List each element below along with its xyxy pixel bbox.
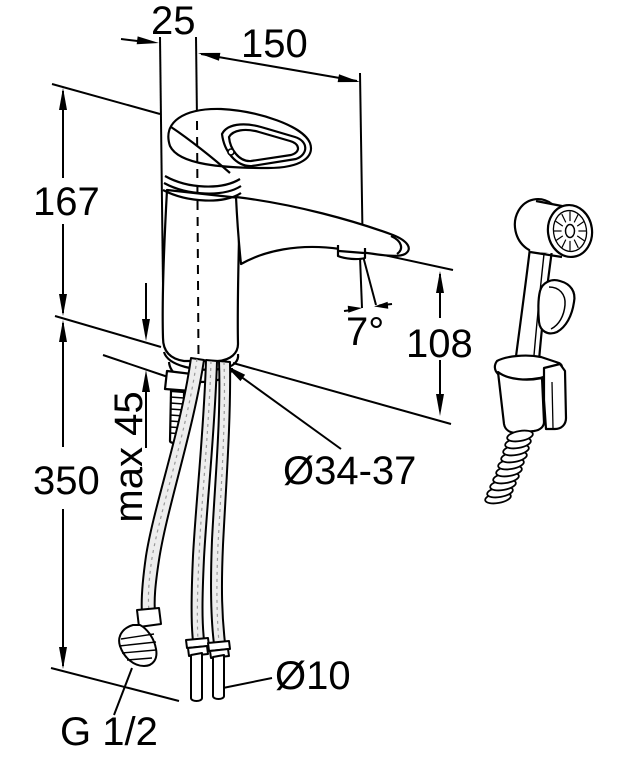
dim-150-line	[200, 53, 358, 82]
dim-label-spout-angle: 7°	[346, 310, 385, 354]
angle-line-vertical	[359, 256, 363, 309]
dim-label-spout-reach: 150	[241, 22, 308, 66]
faucet-body	[161, 188, 242, 363]
dim-label-pipe-diameter: Ø10	[275, 654, 351, 698]
thread-leader	[113, 667, 133, 716]
angle-line-tilted	[362, 255, 377, 306]
pipe-end-right	[212, 654, 225, 700]
deck-line-left	[54, 315, 162, 348]
ext-line-center-solid	[195, 36, 198, 121]
counter-underside-line	[102, 354, 169, 378]
dim-label-thread-size: G 1/2	[60, 710, 158, 754]
supply-hoses	[118, 357, 232, 702]
faucet-drawing	[161, 107, 410, 445]
ext-line-outlet	[359, 72, 364, 234]
center-line-dashed	[196, 120, 200, 360]
shower-coil-hose	[484, 429, 534, 505]
hose-end-reference-line	[50, 667, 180, 702]
hand-shower-drawing	[484, 198, 594, 505]
ext-line-top	[51, 83, 161, 115]
shower-trigger	[537, 279, 576, 335]
faucet-spout	[234, 195, 410, 266]
shower-holder-bracket	[542, 362, 568, 431]
dim-label-max-counter-thickness: max 45	[107, 391, 151, 523]
pipe-end-left	[190, 652, 203, 702]
shower-holder-cup	[496, 370, 546, 435]
deck-line-right	[232, 362, 452, 425]
hole-diameter-leader	[228, 367, 342, 450]
spray-nozzle-dashes	[553, 211, 587, 251]
dim-label-outlet-height: 108	[406, 322, 473, 366]
dim-25-arrowhead	[136, 36, 159, 45]
g12-collar	[136, 607, 162, 628]
dim-label-total-height: 167	[33, 180, 100, 224]
pipe-diameter-leader	[217, 677, 273, 690]
dim-label-mounting-hole-diameter: Ø34-37	[283, 449, 417, 493]
ext-line-left	[159, 36, 164, 287]
dimension-lines	[50, 36, 454, 716]
dim-label-handle-offset: 25	[151, 0, 196, 43]
dim-label-connection-length: 350	[33, 459, 100, 503]
